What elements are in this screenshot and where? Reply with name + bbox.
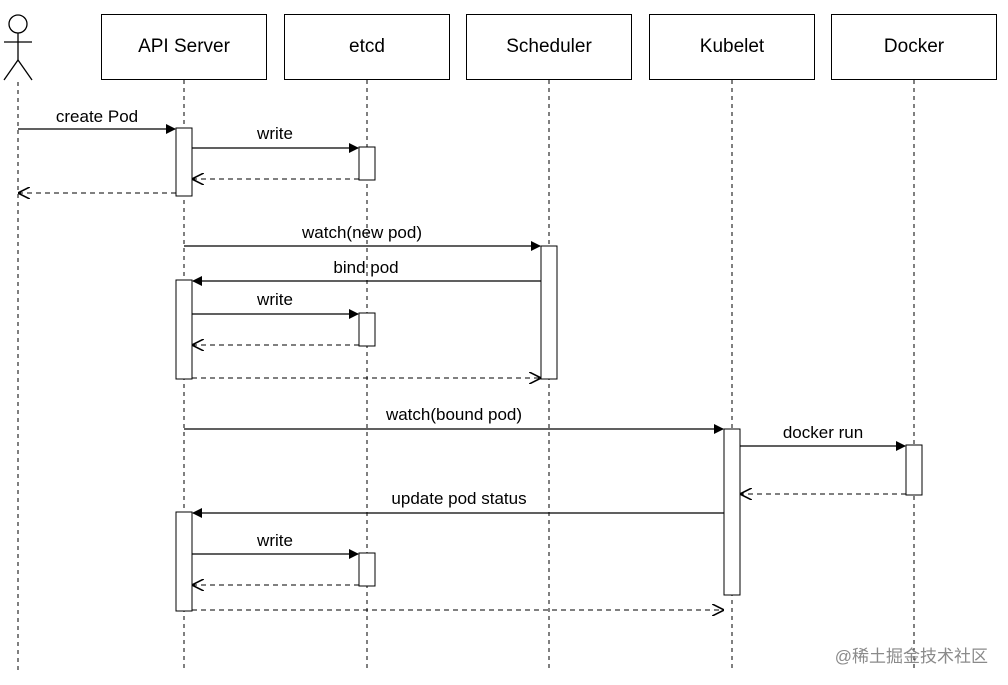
activation-api-server-2 bbox=[175, 279, 193, 380]
label-write-1: write bbox=[257, 124, 293, 143]
activation-docker bbox=[905, 444, 923, 496]
label-write-2: write bbox=[257, 290, 293, 309]
activation-etcd-3 bbox=[358, 552, 376, 587]
activation-etcd-1 bbox=[358, 146, 376, 181]
activation-etcd-2 bbox=[358, 312, 376, 347]
watermark: @稀土掘金技术社区 bbox=[834, 647, 988, 666]
activation-api-server-3 bbox=[175, 511, 193, 612]
label-write-3: write bbox=[257, 531, 293, 550]
label-watch-bound-pod: watch(bound pod) bbox=[385, 405, 523, 424]
participant-kubelet: Kubelet bbox=[649, 14, 815, 80]
participant-api-server: API Server bbox=[101, 14, 267, 80]
label-bind-pod: bind pod bbox=[333, 258, 399, 277]
activation-kubelet bbox=[723, 428, 741, 596]
label-watch-new-pod: watch(new pod) bbox=[301, 223, 423, 242]
label-update-pod-status: update pod status bbox=[391, 489, 527, 508]
participant-etcd: etcd bbox=[284, 14, 450, 80]
participant-scheduler: Scheduler bbox=[466, 14, 632, 80]
participant-docker: Docker bbox=[831, 14, 997, 80]
activation-scheduler bbox=[540, 245, 558, 380]
label-create-pod: create Pod bbox=[55, 107, 139, 126]
label-docker-run: docker run bbox=[782, 423, 864, 442]
activation-api-server-1 bbox=[175, 127, 193, 197]
actor-icon bbox=[3, 14, 33, 81]
